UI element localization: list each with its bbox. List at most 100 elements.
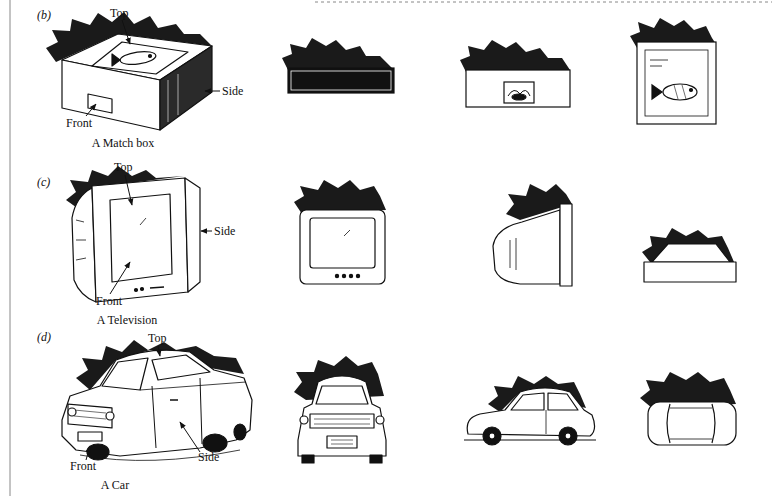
television-front-view: [294, 180, 386, 284]
matchbox-3d: [112, 54, 120, 66]
car-side-view: [464, 376, 596, 445]
car-side-view: [559, 427, 577, 445]
car-side-view: [483, 427, 501, 445]
car-3d: [140, 382, 246, 390]
car-top-view: [640, 372, 736, 445]
car-3d: [74, 410, 106, 413]
car-front-view: [300, 416, 308, 424]
matchbox-3d: [62, 60, 160, 130]
matchbox-3d: [178, 74, 179, 115]
view-label: Side: [222, 84, 243, 98]
leader-line: [125, 175, 132, 205]
leader-line: [201, 231, 212, 232]
matchbox-3d: [46, 12, 212, 130]
view-label: Top: [148, 331, 167, 345]
matchbox-side-view: [512, 94, 526, 100]
car-top-view: [712, 404, 715, 443]
car-front-view: [331, 440, 353, 444]
matchbox-top-view: [690, 89, 693, 92]
leader-line: [110, 175, 212, 294]
car-3d: [200, 378, 202, 444]
television-front-view: [335, 274, 338, 277]
leader-line: [86, 446, 90, 460]
matchbox-side-view: [460, 40, 570, 72]
matchbox-3d: [149, 55, 152, 58]
car-3d: [234, 424, 246, 440]
view-label: Side: [198, 450, 219, 464]
matchbox-front-view: [288, 68, 394, 93]
matchbox-top-view: [663, 84, 697, 100]
car-3d: [106, 412, 114, 420]
matchbox-3d: [168, 80, 169, 122]
television-3d: [66, 166, 200, 302]
car-front-view: [302, 455, 314, 463]
view-label: Top: [114, 160, 133, 174]
car-3d: [102, 358, 148, 390]
matchbox-3d: [88, 94, 112, 113]
page-border: [315, 2, 772, 3]
leader-line: [110, 262, 130, 294]
television-front-view: [300, 210, 385, 284]
car-3d: [203, 434, 227, 452]
row-letter: (c): [37, 175, 50, 189]
car-3d: [74, 416, 106, 419]
car-side-view: [565, 433, 571, 439]
leader-line: [86, 346, 200, 460]
car-side-view: [511, 393, 544, 410]
television-top-view: [644, 262, 736, 282]
object-caption: A Television: [97, 313, 158, 327]
leader-line: [180, 422, 200, 452]
car-side-view: [489, 433, 495, 439]
car-3d: [170, 399, 178, 401]
leader-line: [158, 346, 160, 356]
television-3d: [92, 178, 188, 302]
matchbox-top-view: [652, 85, 662, 99]
television-side-view: [560, 204, 572, 286]
car-front-view: [314, 424, 370, 425]
matchbox-side-view: [460, 40, 570, 107]
car-top-view: [648, 402, 736, 445]
view-label: Side: [214, 224, 235, 238]
matchbox-3d: [92, 42, 188, 74]
row-letter: (d): [37, 330, 51, 344]
view-label: Front: [66, 116, 92, 130]
car-front-view: [376, 416, 384, 424]
television-3d: [185, 178, 200, 292]
television-3d: [150, 287, 164, 288]
television-3d: [141, 288, 144, 291]
television-side-view: [493, 210, 560, 284]
television-front-view: [344, 230, 350, 236]
car-top-view: [670, 439, 712, 440]
television-side-view: [493, 184, 572, 286]
car-front-view: [298, 376, 386, 456]
matchbox-side-view: [466, 70, 570, 107]
matchbox-top-view: [645, 50, 708, 116]
television-top-view: [642, 228, 734, 262]
object-caption: A Match box: [92, 136, 155, 150]
car-front-view: [314, 419, 370, 420]
matchbox-top-view: [637, 42, 716, 124]
leader-line: [86, 20, 220, 116]
car-front-view: [370, 455, 382, 463]
page-border: [10, 0, 772, 496]
television-front-view: [294, 180, 386, 214]
car-3d: [78, 432, 102, 441]
matchbox-top-view: [650, 60, 668, 66]
leader-line: [86, 104, 96, 116]
matchbox-front-view: [282, 38, 392, 70]
television-3d: [76, 220, 86, 260]
matchbox-front-view: [291, 71, 391, 90]
car-front-view: [316, 386, 368, 404]
page-border: [10, 0, 11, 496]
television-side-view: [510, 240, 511, 268]
car-side-view: [548, 393, 578, 410]
object-caption: A Car: [101, 478, 129, 492]
car-3d: [62, 340, 252, 460]
car-top-view: [670, 408, 712, 409]
matchbox-top-view: [630, 18, 716, 124]
television-top-view: [642, 228, 736, 282]
matchbox-side-view: [504, 82, 534, 103]
car-3d: [68, 408, 76, 416]
